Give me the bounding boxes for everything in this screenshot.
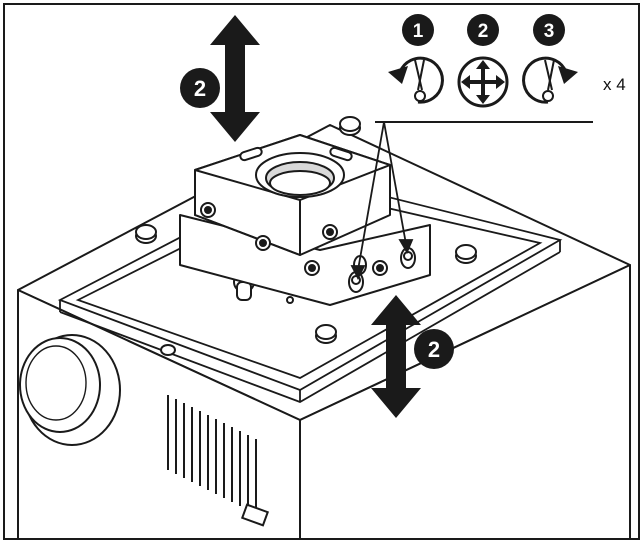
step-1-number: 1 — [413, 21, 424, 42]
projector-lens — [19, 334, 121, 446]
front-vents — [167, 395, 270, 527]
step-3-badge: 3 — [533, 14, 565, 46]
rotate-counterclockwise-loosen-icon — [388, 56, 444, 104]
rotate-clockwise-tighten-icon — [522, 56, 578, 104]
adjust-badge-top-left: 2 — [180, 68, 220, 108]
repeat-count-label: x 4 — [603, 75, 626, 94]
vertical-arrow-right — [371, 295, 421, 418]
mount-bracket — [179, 134, 431, 306]
move-four-way-icon — [457, 56, 509, 108]
vertical-arrow-left — [210, 15, 260, 142]
step-icon-panel: 1 2 3 — [375, 12, 626, 123]
step-3-number: 3 — [544, 21, 555, 42]
adjust-badge-right-label: 2 — [428, 337, 440, 362]
adjust-badge-top-left-label: 2 — [194, 76, 206, 101]
adjust-badge-right: 2 — [414, 329, 454, 369]
step-2-badge: 2 — [467, 14, 499, 46]
step-2-number: 2 — [478, 21, 489, 42]
standoff-screws — [135, 116, 477, 356]
callout-lines — [350, 121, 414, 281]
step-1-badge: 1 — [402, 14, 434, 46]
